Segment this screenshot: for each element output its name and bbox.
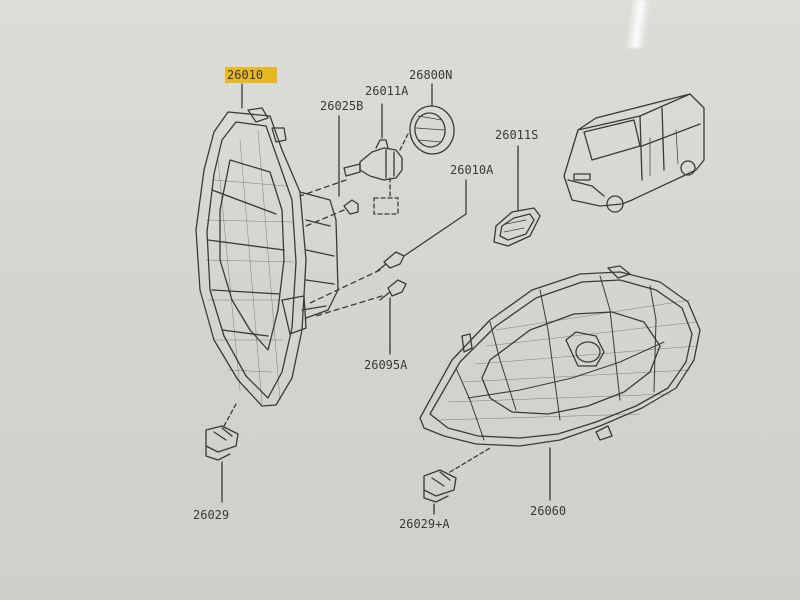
headlamp-assembly-perspective: [419, 265, 701, 501]
part-label-26010a: 26010A: [450, 163, 494, 177]
part-label-26060: 26060: [530, 504, 567, 518]
adjuster-screw-part: [307, 179, 467, 305]
dust-cap-part: [399, 83, 455, 155]
part-label-26095a: 26095A: [364, 358, 408, 372]
part-label-26011a: 26011A: [365, 84, 409, 98]
mounting-clip-a-part: [423, 447, 491, 515]
van-illustration: [563, 93, 705, 213]
mounting-clip-part: [205, 403, 239, 503]
bulb-part: [343, 103, 403, 199]
side-bulb-part: [299, 115, 359, 227]
screw-part: [315, 279, 407, 355]
part-label-26011s: 26011S: [495, 128, 539, 142]
part-label-26025b: 26025B: [320, 99, 364, 113]
part-label-26800n: 26800N: [409, 68, 453, 82]
part-label-26029: 26029: [193, 508, 230, 522]
side-marker-part: [493, 145, 541, 247]
headlamp-assembly-side-view: [195, 107, 339, 407]
part-label-26010: 26010: [225, 67, 278, 83]
bulb-socket-outline: [373, 197, 399, 215]
part-label-26029a: 26029+A: [399, 517, 450, 531]
